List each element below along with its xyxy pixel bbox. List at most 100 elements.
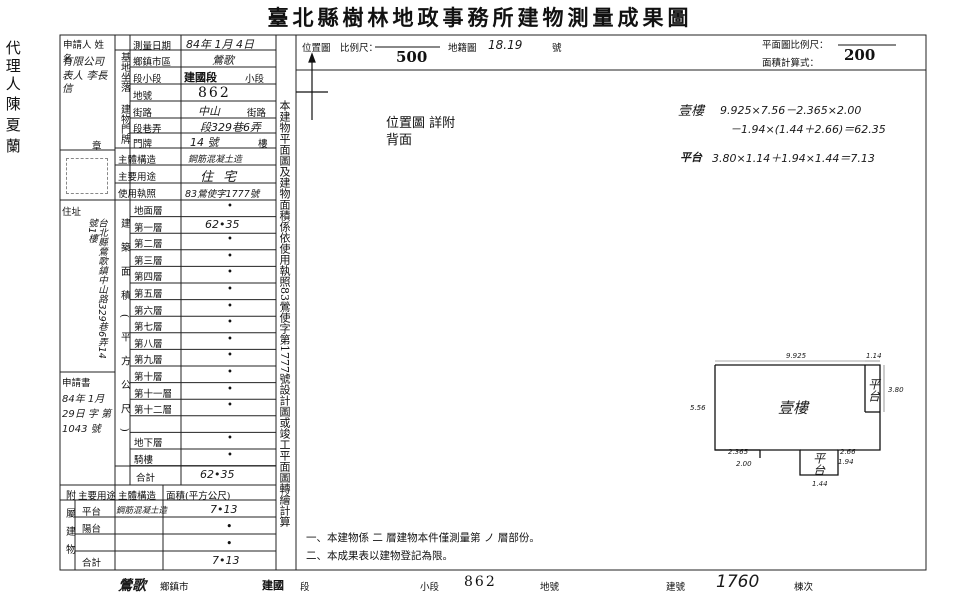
footer-lot: 862 <box>464 574 497 590</box>
dim-top: 9.925 <box>786 352 807 360</box>
section-label: 段小段 <box>133 74 162 85</box>
floor-label: 第二層 <box>134 239 163 251</box>
dim-left: 5.56 <box>690 404 706 412</box>
calc-floor-label: 壹樓 <box>678 104 705 119</box>
dim-bottom-2: 1.94 <box>838 458 854 466</box>
floor-area: • <box>227 433 233 445</box>
permit-label: 使用執照 <box>118 189 157 200</box>
subsection-suffix: 小段 <box>245 74 265 85</box>
floor-label: 第四層 <box>134 272 163 284</box>
floor-area: • <box>227 450 233 461</box>
lot-value: 862 <box>198 85 231 101</box>
application-label: 申請書 <box>62 378 91 389</box>
annex-row-area: 7•13 <box>210 503 238 516</box>
annex-header-use: 主要用途 <box>78 491 117 502</box>
use-value: 住宅 <box>200 170 247 185</box>
floor-area: • <box>227 234 233 246</box>
floor-label: 第九層 <box>134 355 163 367</box>
area-group-label: 建築面積(平方公尺) <box>118 218 130 446</box>
survey-date-label: 測量日期 <box>133 41 172 52</box>
area-formula-label: 面積計算式： <box>762 58 820 69</box>
annex-header-area: 面積(平方公尺) <box>166 491 231 502</box>
floor-area: • <box>227 400 233 412</box>
dim-right-top: 1.14 <box>866 352 882 360</box>
floor-label: 地下層 <box>134 438 163 450</box>
structure-value: 鋼筋混凝土造 <box>188 155 243 165</box>
floor-area: • <box>227 350 233 362</box>
alley-value: 段329巷6弄 <box>200 121 261 134</box>
agent-label: 代理人 <box>3 40 22 94</box>
plan-scale-denominator: 200 <box>844 46 876 64</box>
plan-platform-label-bottom: 平台 <box>811 452 826 476</box>
dim-bottom-1: 2.66 <box>840 448 856 456</box>
lot-label: 地號 <box>133 91 153 102</box>
floor-area: 62•35 <box>205 217 240 231</box>
floor-label: 第六層 <box>134 305 163 317</box>
cadastral-sheet-no: 18.19 <box>488 38 523 52</box>
footer-sheet-label: 棟次 <box>794 582 814 593</box>
annex-row-structure: 鋼筋混凝土造 <box>116 506 168 516</box>
location-note: 位置圖 詳附背面 <box>386 116 456 148</box>
building-door-label: 建物門牌 <box>118 104 130 144</box>
dim-right: 3.80 <box>888 386 904 394</box>
footer-lot-label: 地號 <box>540 582 560 593</box>
annex-row-area: • <box>226 520 233 533</box>
annex-total-label: 合計 <box>82 558 102 569</box>
floor-area: • <box>227 284 233 295</box>
floor-area: • <box>227 383 233 395</box>
annex-row-use: 陽台 <box>82 524 102 535</box>
floor-label: 地面層 <box>134 206 163 217</box>
building-location-label: 基地坐落 <box>118 52 130 92</box>
footer-build-no: 1760 <box>716 572 760 592</box>
annex-section-label: 附屬建物 <box>63 490 75 562</box>
floor-label: 騎樓 <box>134 455 154 466</box>
middle-column-text: 本建物平面圖及建物面積係依使用執照83鶯使字第1777號設計圖或竣工平面圖轉繪計… <box>278 100 291 527</box>
footer-section-label: 段 <box>300 582 310 593</box>
annex-row-use: 平台 <box>82 507 102 518</box>
seal-stamp <box>66 158 108 194</box>
survey-date: 84年 1月 4日 <box>186 38 254 51</box>
calc-floor-line1: 9.925×7.56－2.365×2.00 <box>720 104 862 117</box>
footer-subsection-label: 小段 <box>420 582 440 593</box>
floor-label: 第十一層 <box>134 388 173 400</box>
door-no-label: 門牌 <box>133 139 153 150</box>
application-number: 84年 1月 29日 字 第1043 號 <box>62 394 112 435</box>
floor-area: • <box>227 333 233 345</box>
agent-name: 陳夏蘭 <box>3 96 22 159</box>
scale-denominator: 500 <box>396 48 428 66</box>
permit-value: 83鶯使字1777號 <box>185 189 260 200</box>
floor-area: • <box>227 300 233 312</box>
dim-bottom-left-1: 2.365 <box>728 448 749 456</box>
note-1: 一、本建物係 二 層建物本件僅測量第 ノ 層部份。 <box>306 532 540 544</box>
plan-scale-label: 平面圖比例尺： <box>762 40 829 51</box>
town-value: 鶯歌 <box>212 54 234 67</box>
document-title: 臺北縣樹林地政事務所建物測量成果圖 <box>267 5 693 30</box>
annex-total: 7•13 <box>212 554 240 567</box>
structure-label: 主體構造 <box>118 155 157 166</box>
note-2: 二、本成果表以建物登記為限。 <box>306 550 453 562</box>
calc-platform: 3.80×1.14＋1.94×1.44＝7.13 <box>712 152 875 165</box>
address-value: 台北縣鶯歌鎮中山路329巷6弄14號1樓 <box>85 218 107 359</box>
sheet-suffix: 號 <box>552 43 562 54</box>
total-label: 合計 <box>136 473 156 484</box>
dim-bottom-left-2: 2.00 <box>736 460 752 468</box>
floor-area: • <box>227 267 233 279</box>
road-suffix: 街路 <box>247 108 267 119</box>
dim-bottom-3: 1.44 <box>812 480 828 488</box>
applicant-company: 有限公司 表人 李長信 <box>62 56 108 96</box>
use-label: 主要用途 <box>118 172 157 183</box>
door-no-value: 14 號 <box>190 136 219 149</box>
alley-label: 段巷弄 <box>133 124 162 135</box>
floor-area: • <box>227 250 233 262</box>
plan-floor-label: 壹樓 <box>778 399 809 417</box>
cadastral-label: 地籍圖 <box>448 43 477 54</box>
footer-town-label: 鄉鎮市 <box>160 582 189 593</box>
floor-label: 第五層 <box>134 289 163 300</box>
road-label: 街路 <box>133 108 153 119</box>
floor-label: 第十層 <box>134 372 163 383</box>
floor-area: • <box>227 367 233 378</box>
floor-label: 第三層 <box>134 255 163 267</box>
scale-label: 比例尺： <box>340 43 379 54</box>
footer-town: 鶯歌 <box>118 578 146 594</box>
